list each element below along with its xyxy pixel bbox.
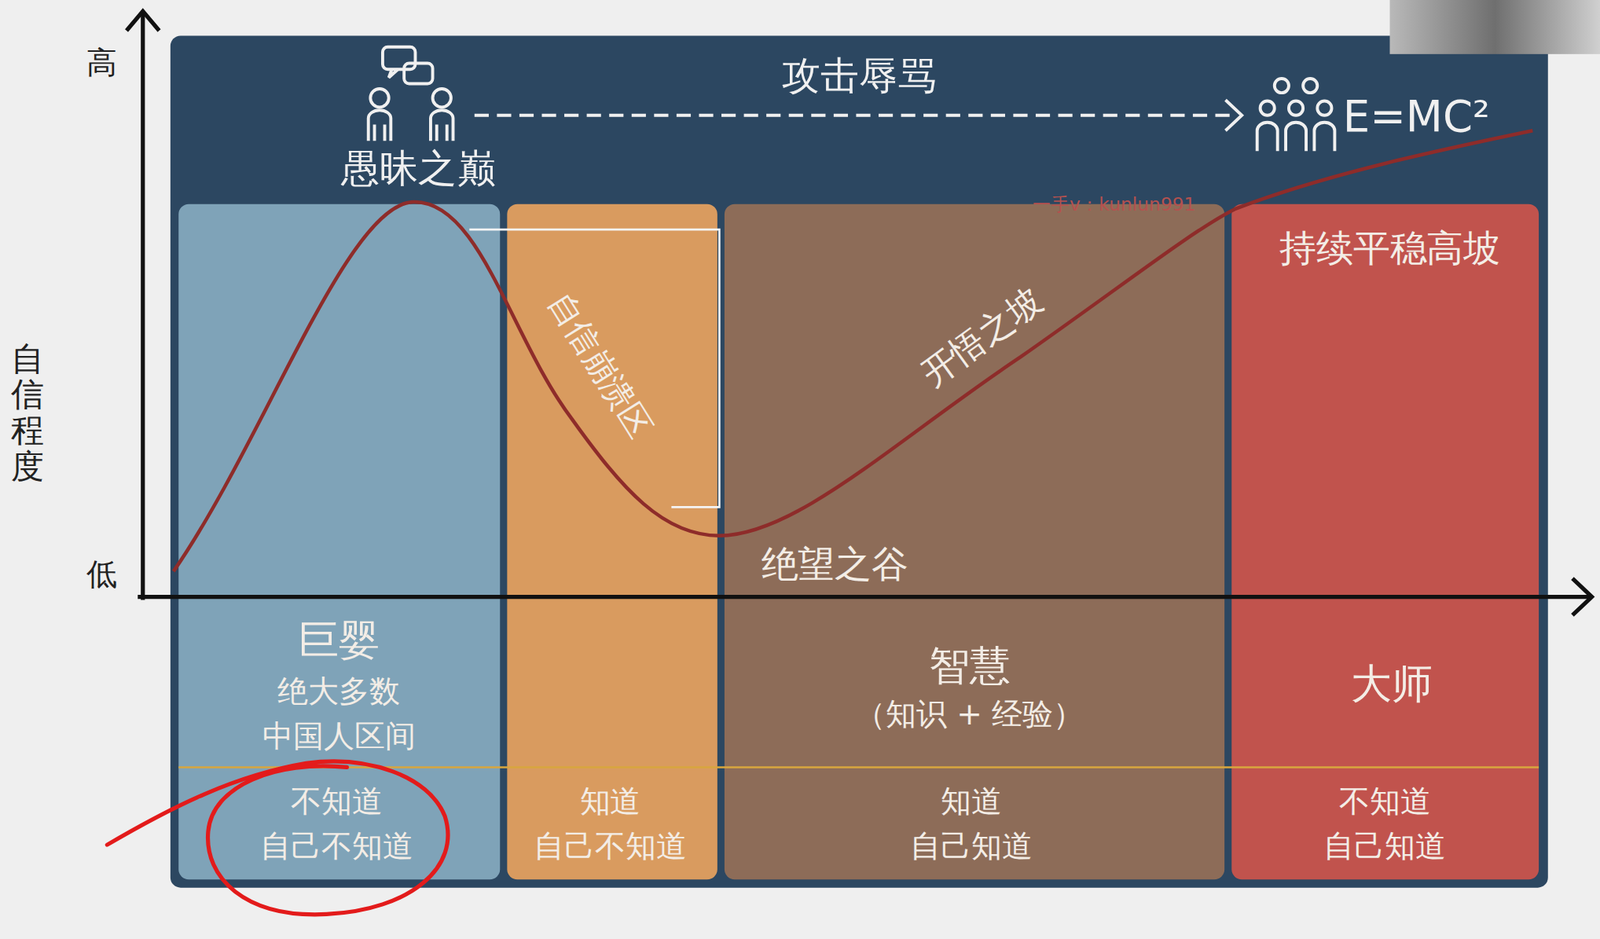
zone-note: （知识 + 经验） (855, 696, 1084, 734)
zone-state: 不知道 自己知道 (1298, 778, 1472, 868)
axis-label: 低 (86, 556, 118, 594)
curve-label: 开悟之坡 (913, 278, 1050, 395)
zone-title: 智慧 (928, 640, 1011, 690)
stage-column: 自信崩溃区知道 自己不知道 (506, 204, 717, 881)
zone-state: 知道 自己知道 (884, 778, 1059, 868)
arrow-label: 攻击辱骂 (781, 53, 937, 100)
axis-title: 自信程度 (11, 341, 45, 486)
stage-column: 开悟之坡绝望之谷智慧 （知识 + 经验） 知道 自己知道 (724, 204, 1225, 881)
zone-title: 巨婴 (297, 615, 380, 665)
zone-title: 大师 (1350, 659, 1433, 709)
stage-column: 巨婴绝大多数 中国人区间不知道 自己不知道 (178, 204, 500, 881)
zone-note: 绝大多数 中国人区间 (252, 668, 426, 758)
zone-state: 知道 自己不知道 (523, 778, 698, 868)
stage-column: 持续平稳高坡大师不知道 自己知道 (1231, 204, 1539, 881)
curve-label: 持续平稳高坡 (1279, 225, 1500, 270)
peak-label: 愚昧之巅 (341, 146, 496, 193)
formula-label: E=MC² (1343, 91, 1490, 144)
zone-title: 自信崩溃区 (539, 286, 660, 446)
curve-label: 绝望之谷 (761, 542, 909, 587)
watermark: 一手v：kunlun991 (1032, 193, 1196, 216)
zone-state: 不知道 自己不知道 (249, 778, 424, 868)
axis-label: 高 (86, 44, 118, 82)
